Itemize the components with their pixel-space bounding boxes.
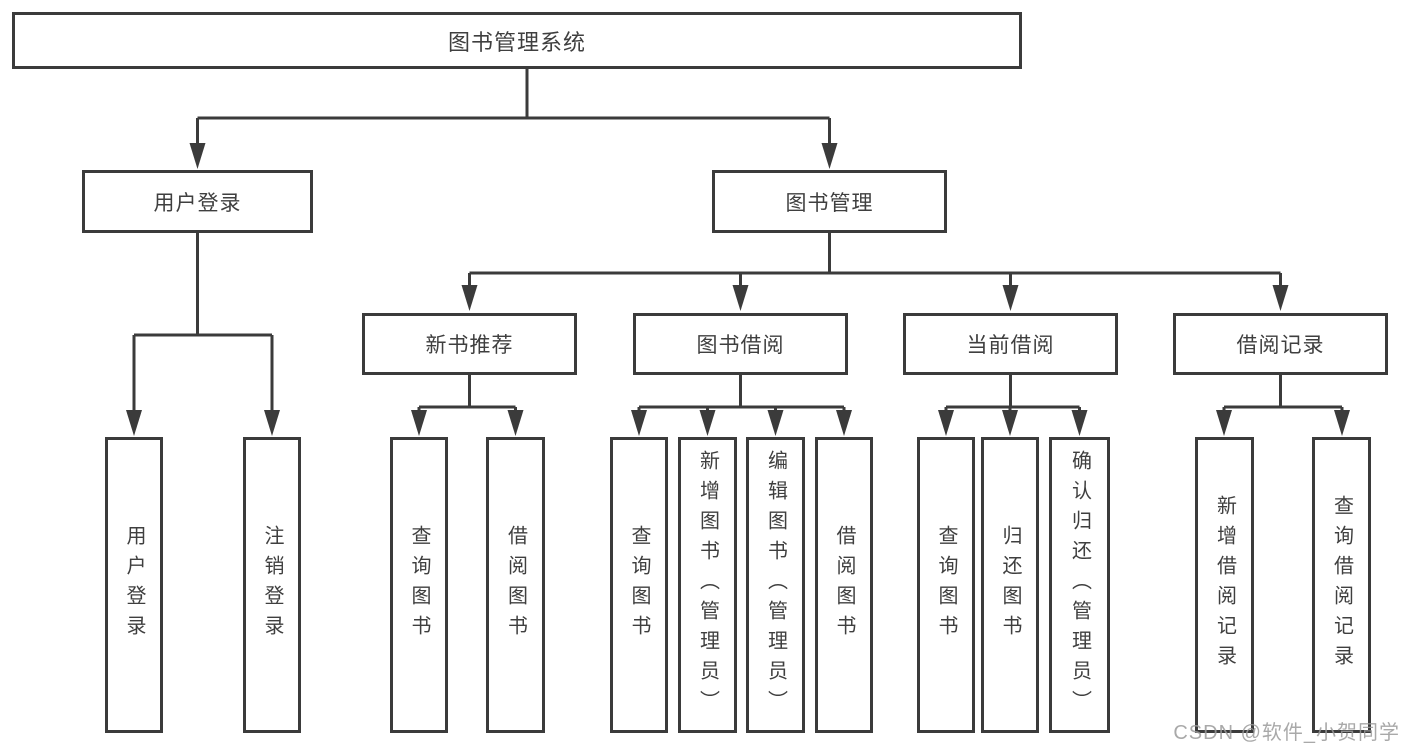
leaf-add-borrow-record: 新增借阅记录 [1195,437,1254,733]
leaf-logout: 注销登录 [243,437,301,733]
arrow-down-icon [126,410,142,436]
arrow-down-icon [411,410,427,436]
node-current-borrowing-label: 当前借阅 [966,334,1055,357]
node-library-system: 图书管理系统 [12,12,1022,69]
connector-new-book-branch [411,375,524,436]
connector-current-borrow-branch [938,375,1088,436]
leaf-logout-label: 注销登录 [261,525,283,645]
leaf-borrow-books-recommend: 借阅图书 [486,437,545,733]
leaf-confirm-return-admin-label: 确认归还（管理员） [1068,450,1091,720]
node-library-system-label: 图书管理系统 [447,29,586,55]
arrow-down-icon [507,410,524,436]
arrow-down-icon [1071,410,1088,436]
connector-line [468,233,1282,292]
leaf-search-books-recommend: 查询图书 [390,437,448,733]
connector-line [196,69,831,150]
leaf-confirm-return-admin: 确认归还（管理员） [1049,437,1110,733]
node-new-book-recommend-label: 新书推荐 [425,334,514,357]
connector-line [1222,375,1344,415]
leaf-user-login: 用户登录 [105,437,163,733]
connector-user-login-branch [126,233,280,436]
connector-line [944,375,1081,415]
connector-book-management-to-level3 [461,233,1289,311]
arrow-down-icon [699,410,716,436]
leaf-search-books-borrow-label: 查询图书 [628,525,650,645]
leaf-search-borrow-record: 查询借阅记录 [1312,437,1371,733]
arrow-down-icon [264,410,280,436]
leaf-edit-books-admin-label: 编辑图书（管理员） [764,450,787,720]
node-new-book-recommend: 新书推荐 [362,313,577,375]
node-borrow-records-label: 借阅记录 [1236,334,1325,357]
arrow-down-icon [1002,410,1018,436]
arrow-down-icon [821,143,838,169]
leaf-add-books-admin-label: 新增图书（管理员） [696,450,719,720]
leaf-search-books-recommend-label: 查询图书 [408,525,430,645]
leaf-add-books-admin: 新增图书（管理员） [678,437,737,733]
node-book-management: 图书管理 [712,170,947,233]
arrow-down-icon [732,285,749,311]
arrow-down-icon [767,410,784,436]
leaf-add-borrow-record-label: 新增借阅记录 [1213,495,1236,675]
node-book-borrowing: 图书借阅 [633,313,848,375]
node-book-borrowing-label: 图书借阅 [696,334,785,357]
csdn-watermark: CSDN @软件_小贺同学 [1173,722,1400,744]
leaf-return-books-label: 归还图书 [999,525,1021,645]
leaf-borrow-books-label: 借阅图书 [833,525,855,645]
leaf-user-login-label: 用户登录 [123,525,145,645]
arrow-down-icon [189,143,206,169]
leaf-search-books-borrow: 查询图书 [610,437,668,733]
node-user-login: 用户登录 [82,170,313,233]
arrow-down-icon [631,410,647,436]
leaf-search-books-current-label: 查询图书 [935,525,957,645]
leaf-borrow-books: 借阅图书 [815,437,873,733]
arrow-down-icon [1002,285,1019,311]
arrow-down-icon [1272,285,1289,311]
leaf-borrow-books-recommend-label: 借阅图书 [504,525,527,645]
connector-line [132,233,274,415]
leaf-return-books: 归还图书 [981,437,1039,733]
arrow-down-icon [1216,410,1232,436]
connector-line [417,375,517,415]
connector-root-to-level2 [189,69,838,169]
leaf-search-books-current: 查询图书 [917,437,975,733]
connector-line [637,375,846,415]
leaf-search-borrow-record-label: 查询借阅记录 [1330,495,1353,675]
connector-book-borrow-branch [631,375,852,436]
arrow-down-icon [1334,410,1350,436]
connector-borrow-records-branch [1216,375,1350,436]
node-user-login-label: 用户登录 [153,191,242,215]
arrow-down-icon [836,410,852,436]
arrow-down-icon [938,410,954,436]
node-borrow-records: 借阅记录 [1173,313,1388,375]
arrow-down-icon [461,285,478,311]
node-book-management-label: 图书管理 [785,191,874,215]
node-current-borrowing: 当前借阅 [903,313,1118,375]
leaf-edit-books-admin: 编辑图书（管理员） [746,437,805,733]
